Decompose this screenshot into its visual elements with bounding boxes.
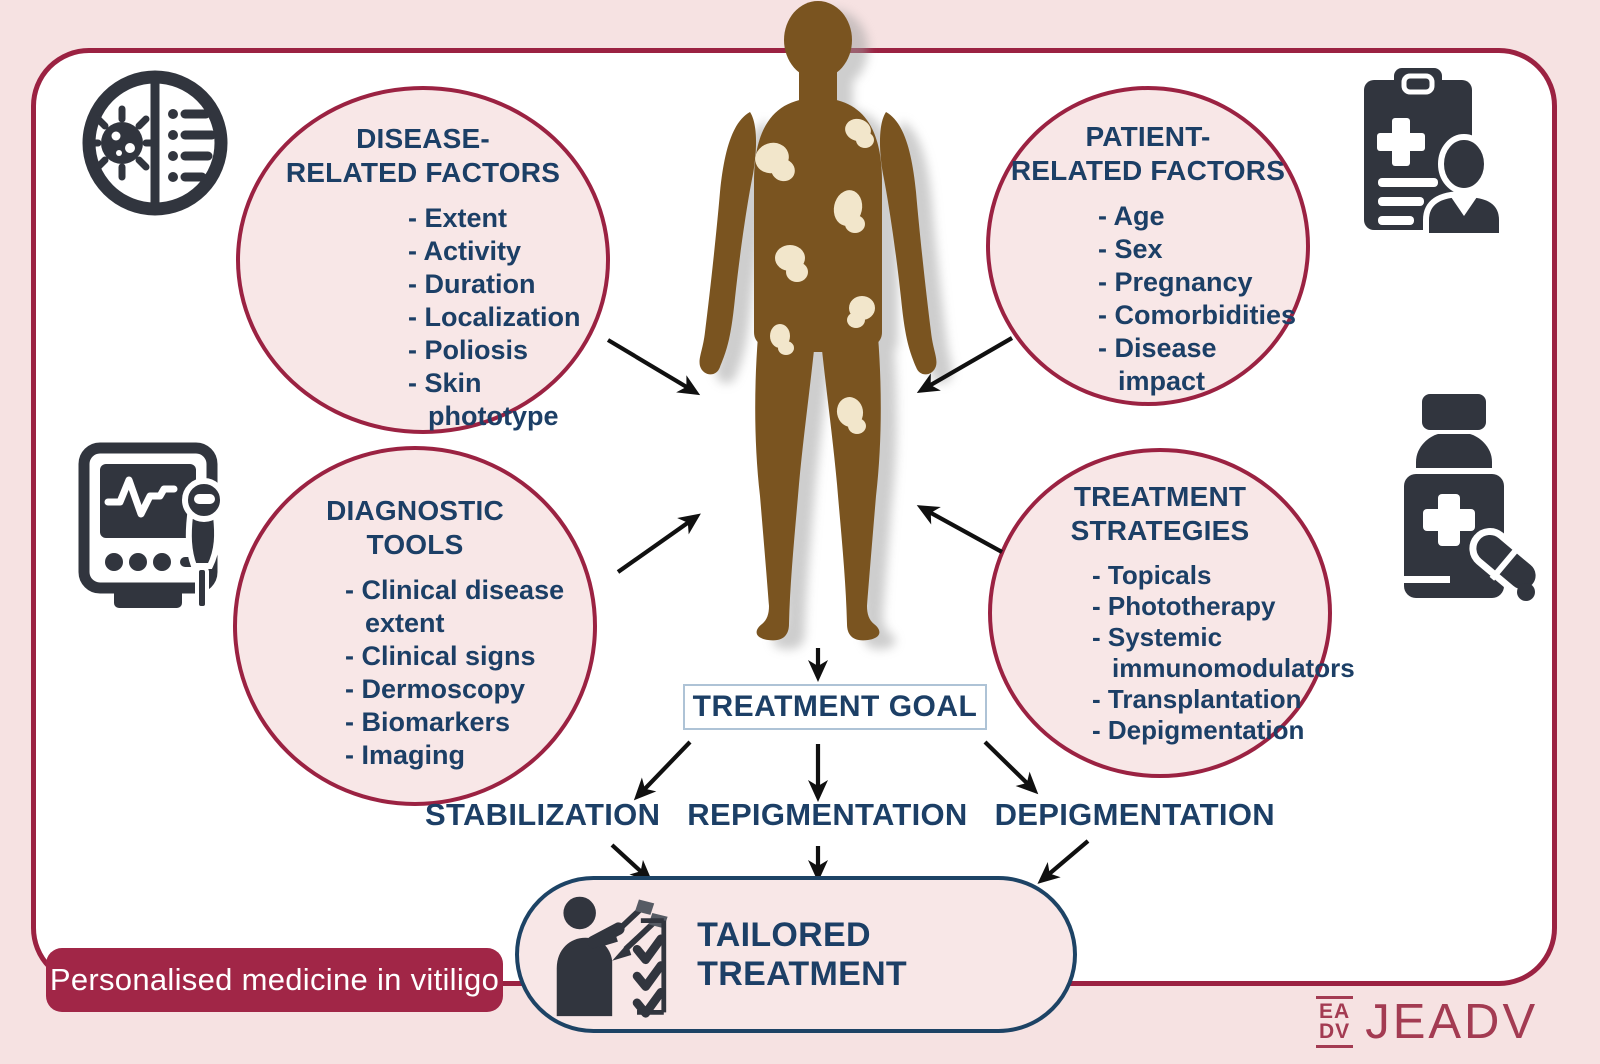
- ellipse-title: TREATMENT STRATEGIES: [1070, 481, 1250, 546]
- tailored-treatment-box: TAILORED TREATMENT: [515, 876, 1077, 1033]
- jeadv-wordmark: JEADV: [1365, 995, 1539, 1049]
- ellipse-title: DIAGNOSTIC TOOLS: [326, 495, 504, 560]
- ellipse-title: DISEASE- RELATED FACTORS: [285, 123, 561, 188]
- list-item: - Biomarkers: [345, 707, 511, 737]
- list-item: - Phototherapy: [1092, 591, 1276, 621]
- clipboard-person-icon: [1364, 68, 1505, 236]
- ellipse-diagnostic-tools: DIAGNOSTIC TOOLS - Clinical disease exte…: [233, 446, 597, 806]
- eadv-mark: EA DV: [1316, 996, 1354, 1048]
- list-item: - Age: [1098, 201, 1165, 231]
- eadv-jeadv-logo: EA DV JEADV: [1316, 994, 1538, 1050]
- treatment-goal-label: TREATMENT GOAL: [692, 690, 978, 723]
- medicine-bottle-pill-icon: [1404, 394, 1543, 601]
- ellipse-treatment-strategies: TREATMENT STRATEGIES - Topicals - Photot…: [988, 448, 1355, 778]
- list-item: - Topicals: [1092, 560, 1212, 590]
- list-item: - Extent: [408, 203, 508, 233]
- list-item: - Imaging: [345, 740, 465, 770]
- list-item: - Activity: [408, 236, 522, 266]
- list-item: - Systemic immunomodulators: [1092, 622, 1355, 683]
- list-item: - Disease impact: [1098, 333, 1217, 396]
- list-item: - Poliosis: [408, 335, 529, 365]
- list-item: - Skin phototype: [408, 368, 559, 431]
- goal-stabilization: STABILIZATION: [425, 797, 661, 832]
- list-item: - Localization: [408, 302, 581, 332]
- tailored-treatment-label: TAILORED TREATMENT: [697, 915, 907, 993]
- vitiligo-patches: [755, 118, 875, 434]
- ellipse-disease-related-factors: DISEASE- RELATED FACTORS - Extent - Acti…: [236, 86, 610, 434]
- ultrasound-monitor-icon: [78, 442, 226, 610]
- list-item: - Transplantation: [1092, 684, 1302, 714]
- list-item: - Sex: [1098, 234, 1163, 264]
- goal-repigmentation: REPIGMENTATION: [687, 797, 968, 832]
- eadv-mark-top: EA: [1319, 1000, 1351, 1023]
- goals-row: STABILIZATION REPIGMENTATION DEPIGMENTAT…: [420, 797, 1280, 833]
- virus-list-icon: [82, 70, 228, 216]
- list-item: - Comorbidities: [1098, 300, 1297, 330]
- title-banner: Personalised medicine in vitiligo: [46, 948, 503, 1012]
- list-item: - Pregnancy: [1098, 267, 1253, 297]
- list-item: - Duration: [408, 269, 536, 299]
- list-item: - Dermoscopy: [345, 674, 526, 704]
- ellipse-patient-related-factors: PATIENT- RELATED FACTORS - Age - Sex - P…: [986, 86, 1310, 406]
- title-banner-label: Personalised medicine in vitiligo: [49, 962, 500, 997]
- vitiligo-body-figure: [650, 0, 986, 700]
- person-target-checklist-icon: [556, 896, 668, 1018]
- treatment-goal-box: TREATMENT GOAL: [683, 684, 987, 730]
- list-item: - Clinical signs: [345, 641, 536, 671]
- ellipse-title: PATIENT- RELATED FACTORS: [1010, 121, 1286, 186]
- list-item: - Clinical disease extent: [345, 575, 565, 638]
- eadv-mark-bottom: DV: [1319, 1020, 1351, 1043]
- list-item: - Depigmentation: [1092, 715, 1305, 745]
- goal-depigmentation: DEPIGMENTATION: [994, 797, 1275, 832]
